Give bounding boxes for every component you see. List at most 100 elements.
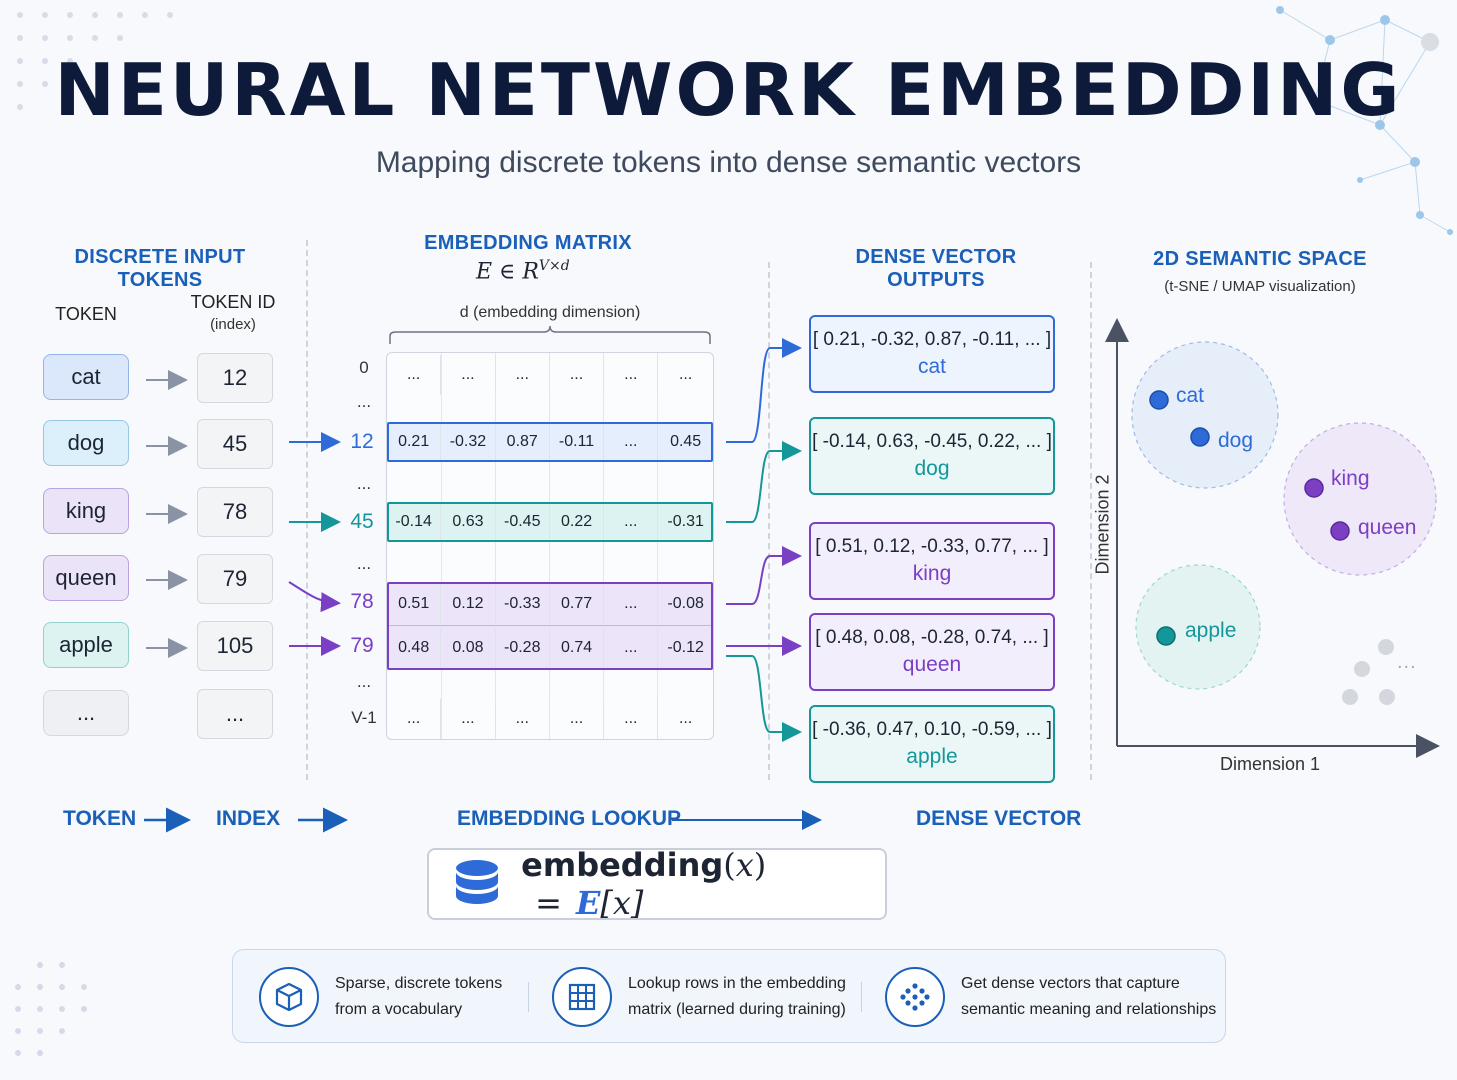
matrix-cell: ...	[604, 504, 659, 540]
matrix-cell: -0.32	[441, 424, 496, 460]
formula-function: embedding	[521, 846, 724, 884]
matrix-cell: 0.12	[441, 584, 496, 624]
output-vector-cat: [ 0.21, -0.32, 0.87, -0.11, ... ] cat	[809, 315, 1055, 393]
grid-table-icon	[552, 967, 612, 1027]
token-pill-cat: cat	[43, 354, 129, 400]
point-extra	[1379, 689, 1395, 705]
matrix-cell: 0.22	[550, 504, 605, 540]
flow-dense-vector: DENSE VECTOR	[916, 807, 1082, 830]
point-dog	[1190, 427, 1210, 447]
token-pill-dog: dog	[43, 420, 129, 466]
output-vector-dog: [ -0.14, 0.63, -0.45, 0.22, ... ] dog	[809, 417, 1055, 495]
point-label-king: king	[1331, 467, 1370, 490]
point-extra	[1354, 661, 1370, 677]
token-id-box: 45	[197, 419, 273, 469]
matrix-cell: 0.21	[387, 424, 442, 460]
point-label-cat: cat	[1176, 384, 1205, 407]
formula-equals: =	[535, 884, 562, 922]
matrix-cell: 0.63	[441, 504, 496, 540]
token-column-header: TOKEN	[55, 304, 117, 324]
point-cat	[1149, 390, 1169, 410]
matrix-cell: ...	[604, 699, 659, 739]
point-extra	[1378, 639, 1394, 655]
feature-text: Lookup rows in the embedding	[628, 975, 846, 992]
token-id-box: 12	[197, 353, 273, 403]
matrix-cell: ...	[604, 584, 659, 624]
page-subtitle: Mapping discrete tokens into dense seman…	[375, 146, 1082, 179]
dot-grid-decoration-icon	[17, 12, 173, 110]
matrix-superscript: V×d	[538, 258, 570, 274]
matrix-cell: -0.33	[496, 584, 550, 624]
output-vector-text: [ -0.14, 0.63, -0.45, 0.22, ... ]	[812, 431, 1052, 452]
feature-text: Sparse, discrete tokens	[335, 975, 503, 992]
divider	[768, 262, 770, 780]
matrix-cell: ...	[387, 355, 442, 395]
formula-variable: x	[735, 846, 754, 884]
point-label-queen: queen	[1358, 516, 1417, 539]
matrix-cell: -0.11	[550, 424, 605, 460]
row-label: V-1	[351, 708, 377, 727]
point-apple	[1156, 626, 1176, 646]
formula-text: embedding(x) =E[x]	[521, 846, 885, 922]
row-label: 0	[359, 358, 369, 377]
divider	[306, 240, 308, 780]
token-id-box: ...	[197, 689, 273, 739]
more-points-ellipsis: ...	[1397, 651, 1417, 673]
output-vector-apple: [ -0.36, 0.47, 0.10, -0.59, ... ] apple	[809, 705, 1055, 783]
output-vector-text: [ 0.21, -0.32, 0.87, -0.11, ... ]	[812, 329, 1052, 350]
scatter-dots-icon	[885, 967, 945, 1027]
matrix-cell: 0.77	[550, 584, 605, 624]
row-label-78: 78	[350, 590, 374, 613]
matrix-cell: ...	[387, 699, 442, 739]
flow-index: INDEX	[216, 807, 281, 830]
matrix-cell: 0.08	[441, 628, 496, 668]
matrix-cell: 0.51	[387, 584, 442, 624]
output-vector-text: [ -0.36, 0.47, 0.10, -0.59, ... ]	[812, 719, 1052, 740]
token-id-column-header: TOKEN ID	[190, 292, 276, 312]
row-label: ...	[356, 474, 372, 493]
flow-embedding-lookup: EMBEDDING LOOKUP	[457, 807, 682, 830]
space-subheading: (t-SNE / UMAP visualization)	[1164, 278, 1356, 295]
token-pill-apple: apple	[43, 622, 129, 668]
point-queen	[1330, 521, 1350, 541]
output-vector-text: [ 0.51, 0.12, -0.33, 0.77, ... ]	[815, 536, 1049, 557]
token-pill-queen: queen	[43, 555, 129, 601]
matrix-cell: ...	[441, 355, 496, 395]
feature-text: Get dense vectors that capture	[961, 975, 1180, 992]
matrix-row: ..................	[387, 355, 713, 395]
matrix-cell: ...	[550, 355, 605, 395]
output-vector-label: apple	[906, 745, 958, 768]
point-label-apple: apple	[1185, 619, 1237, 642]
matrix-cell: 0.45	[670, 433, 702, 450]
matrix-cell: 0.48	[387, 628, 442, 668]
matrix-cell: -0.12	[667, 639, 704, 656]
divider	[1090, 262, 1092, 780]
output-vector-king: [ 0.51, 0.12, -0.33, 0.77, ... ] king	[809, 522, 1055, 600]
point-label-dog: dog	[1218, 429, 1254, 452]
output-vector-queen: [ 0.48, 0.08, -0.28, 0.74, ... ] queen	[809, 613, 1055, 691]
matrix-cell: -0.45	[496, 504, 550, 540]
matrix-cell: ...	[604, 424, 659, 460]
matrix-cell: 0.74	[550, 628, 605, 668]
cluster-animals	[1131, 341, 1279, 489]
flow-token: TOKEN	[63, 807, 137, 830]
token-id-subheader: (index)	[210, 316, 256, 333]
matrix-cell: ...	[496, 355, 550, 395]
row-label-45: 45	[350, 510, 374, 533]
matrix-cell: -0.31	[667, 513, 704, 530]
formula-paren: (	[723, 846, 736, 884]
token-pill-king: king	[43, 488, 129, 534]
output-vector-label: king	[912, 562, 952, 585]
matrix-cell: ...	[496, 699, 550, 739]
input-heading: DISCRETE INPUT TOKENS	[74, 246, 246, 291]
matrix-cell: 0.87	[496, 424, 550, 460]
row-label: ...	[356, 672, 372, 691]
point-extra	[1342, 689, 1358, 705]
